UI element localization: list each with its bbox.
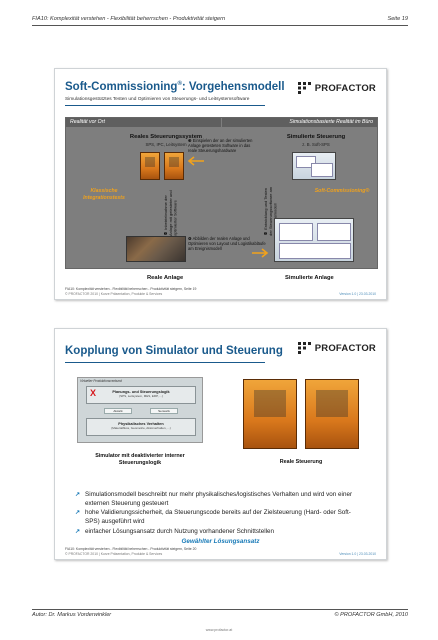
bullet-list: ↗Simulationsmodell beschreibt nur mehr p…	[75, 491, 365, 537]
title-rule	[65, 362, 265, 363]
soft-plc-screenshot	[292, 152, 336, 180]
simulator-label: Simulator mit deaktivierter interner Ste…	[95, 453, 185, 467]
real-controller-image-2	[305, 379, 359, 449]
slide-footer: FIA10: Komplexität verstehen - Flexibili…	[65, 547, 197, 556]
real-controller-label: Reale Steuerung	[279, 459, 323, 465]
bullet-arrow-icon: ↗	[75, 492, 81, 498]
page-footer: Autor: Dr. Markus Vorderwinkler © PROFAC…	[32, 609, 408, 621]
step1-note: ❶ Inbetriebnahme der Anlage mit getestet…	[163, 190, 178, 236]
chosen-approach-label: Gewählter Lösungsansatz	[181, 538, 260, 545]
simulator-diagram: Virtueller Produktionsverbund X Planungs…	[77, 377, 203, 443]
profactor-logo-icon	[297, 82, 311, 94]
step3-note: ❸ Einspielen der an der simulierten Anla…	[188, 138, 253, 154]
real-plant-photo	[126, 236, 186, 262]
sensor-tag: Sensorik	[150, 408, 178, 414]
profactor-logo: PROFACTOR	[297, 81, 376, 95]
classic-integration-label: Klassische Integrationstests	[83, 188, 125, 201]
soft-commissioning-label: Soft-Commissioning®	[314, 188, 370, 194]
bullet-item: ↗einfacher Lösungsansatz durch Nutzung v…	[75, 527, 275, 535]
control-logic-box: X Planungs- und Steuerungslogik (SPS, Le…	[86, 386, 196, 404]
arrow-left-icon	[187, 156, 204, 166]
logo-text: PROFACTOR	[314, 82, 376, 94]
process-model-panel: Realität vor Ort Simulationsbasierte Rea…	[65, 117, 378, 269]
logo-text: PROFACTOR	[314, 342, 376, 354]
profactor-logo-icon	[297, 342, 311, 354]
slide-subtitle: Simulationsgestütztes Testen und Optimie…	[65, 97, 250, 102]
simulated-control-title: Simulierte Steuerung	[286, 134, 346, 140]
slide-footer: FIA10: Komplexität verstehen - Flexibili…	[65, 287, 197, 296]
slide-title: Kopplung von Simulator und Steuerung	[65, 345, 283, 357]
real-plc-image	[140, 152, 160, 180]
page-header: FIA10: Komplexität verstehen - Flexibili…	[32, 14, 408, 26]
bullet-item: ↗hohe Validierungssicherheit, da Steueru…	[75, 509, 351, 526]
real-plc-image-2	[164, 152, 184, 180]
simulated-plant-label: Simulierte Anlage	[285, 275, 334, 281]
slide-version: Version 1.0 | 23.03.2010	[339, 552, 376, 556]
bullet-arrow-icon: ↗	[75, 510, 81, 517]
panel-head-simulation: Simulationsbasierte Realität im Büro	[222, 118, 377, 127]
header-title: FIA10: Komplexität verstehen - Flexibili…	[32, 16, 226, 22]
simulated-plant-screenshot	[274, 218, 354, 262]
real-controller-image	[243, 379, 297, 449]
deactivated-x-icon: X	[90, 388, 97, 398]
slide-version: Version 1.0 | 23.03.2010	[339, 292, 376, 296]
bullet-item: ↗Simulationsmodell beschreibt nur mehr p…	[75, 491, 353, 507]
real-control-title: Reales Steuerungssystem	[129, 134, 203, 140]
arrow-right-icon	[252, 248, 269, 258]
title-rule	[65, 105, 265, 106]
bullet-arrow-icon: ↗	[75, 528, 81, 535]
header-page-number: Seite 19	[387, 16, 408, 22]
real-plant-label: Reale Anlage	[147, 275, 184, 281]
step4-note: ❹ Abbilden der realen Anlage und Optimie…	[188, 236, 266, 252]
footer-author: Autor: Dr. Markus Vorderwinkler	[32, 612, 112, 618]
real-control-subtitle: SPS, IPC, Leitsystem	[145, 142, 187, 147]
diagram-caption: Virtueller Produktionsverbund	[80, 379, 122, 383]
slide-title: Soft-Commissioning®: Vorgehensmodell	[65, 81, 285, 93]
simulated-control-subtitle: z. B. Soft-SPS	[302, 142, 330, 147]
profactor-logo: PROFACTOR	[297, 341, 376, 355]
physical-behavior-box: Physikalisches Verhalten (Materialfluss,…	[86, 418, 196, 436]
panel-head-reality: Realität vor Ort	[66, 118, 221, 127]
slide-soft-commissioning: Soft-Commissioning®: Vorgehensmodell Sim…	[54, 68, 387, 300]
footer-copyright: © PROFACTOR GmbH, 2010	[334, 612, 408, 618]
slide-coupling: Kopplung von Simulator und Steuerung PRO…	[54, 328, 387, 560]
actuator-tag: Aktorik	[104, 408, 132, 414]
footer-url: www.profactor.at	[205, 628, 233, 632]
